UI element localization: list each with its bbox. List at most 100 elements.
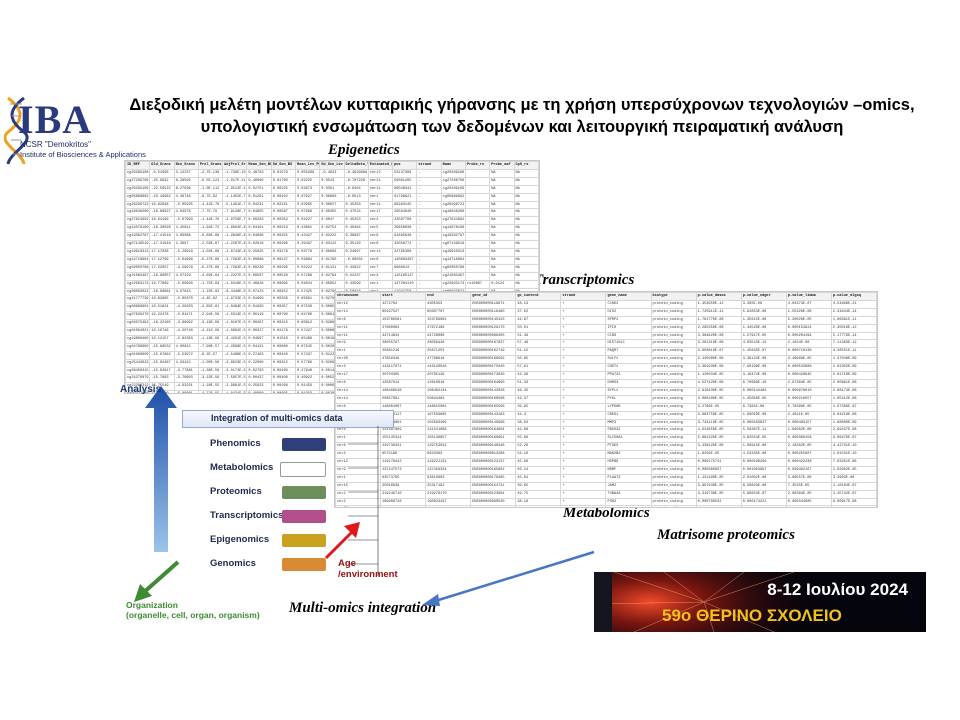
table-cell: SYPL2 — [605, 386, 652, 396]
table-cell: cg26296722 — [125, 200, 151, 210]
table-cell: protein_coding — [650, 410, 697, 420]
table-cell: protein_coding — [650, 347, 697, 357]
table-cell: + — [560, 465, 607, 475]
table-cell: -3.86962 — [173, 319, 199, 329]
transcriptomics-row: chr11102553801102563409ENSG0000014996838… — [335, 418, 877, 428]
table-cell: 1.09915E-06 — [740, 442, 787, 452]
table-cell: 1.66082E-06 — [785, 426, 832, 436]
table-cell: 1.120034E-05 — [695, 371, 742, 380]
column-header: Probe_maf — [489, 161, 515, 170]
table-cell: -2.2227E-59 — [222, 271, 248, 281]
table-cell: DIO2 — [605, 307, 652, 317]
table-cell: 39.95 — [515, 402, 562, 412]
table-cell: cg19910313 — [440, 247, 466, 257]
table-cell: 39.65 — [515, 481, 562, 491]
table-cell: NA — [489, 263, 515, 273]
table-cell: 3.69557E-06 — [785, 473, 832, 483]
table-cell: 3.82554E-05 — [740, 434, 787, 444]
table-cell: 0.40464 — [343, 224, 369, 234]
table-cell: 3.12237 — [173, 168, 199, 178]
table-cell: 9660613 — [392, 263, 418, 273]
layer-label: Genomics — [210, 558, 256, 569]
table-cell: 0.02222 — [319, 232, 345, 242]
analysis-arrow-icon — [145, 386, 177, 552]
table-cell: 0.02918 — [246, 240, 272, 249]
table-cell: 167503865 — [425, 410, 472, 420]
transcriptomics-thumbnail — [282, 510, 326, 523]
table-cell: 0.00790 — [270, 311, 296, 321]
table-cell: ENSG00000102749 — [470, 347, 517, 357]
table-cell: 50.01 — [515, 323, 562, 333]
table-cell: 0.07996 — [294, 208, 321, 218]
table-cell: 0.00660 — [319, 192, 345, 202]
table-cell: cg20269108 — [125, 168, 151, 178]
table-cell: NA — [489, 176, 515, 186]
table-cell: -17.41516 — [149, 232, 175, 242]
table-cell: NA — [489, 168, 515, 178]
table-cell: -1.0484E-56 — [222, 303, 248, 313]
table-cell: 0.02241 — [270, 200, 296, 210]
table-cell: 0.04855 — [246, 208, 272, 218]
table-cell — [464, 176, 491, 186]
table-cell: 6.70689E-10 — [740, 378, 787, 388]
table-cell: -1.2849E-63 — [222, 232, 248, 242]
table-cell: 4.06088 — [173, 232, 199, 242]
table-cell: 5.17779E-14 — [830, 331, 877, 341]
table-cell: 0.01930 — [246, 303, 272, 313]
table-cell: 6.28595 — [173, 176, 199, 186]
column-header: gene_name — [605, 292, 652, 301]
table-cell — [464, 224, 491, 234]
table-cell: 0.00952 — [319, 279, 345, 289]
table-cell: -1.739E-152 — [222, 168, 248, 178]
table-cell: CCND2 — [605, 299, 652, 309]
table-cell: 4.04978 — [173, 208, 199, 218]
table-cell: 0.43661 — [294, 224, 321, 234]
table-cell: -2.85E-61 — [197, 303, 224, 313]
table-cell: 1.90019E-08 — [740, 410, 787, 420]
table-cell: 44714844 — [380, 331, 427, 341]
table-cell: + — [560, 497, 607, 507]
table-cell: -3.6023E-52 — [222, 358, 248, 368]
layer-genomics: Genomics — [170, 554, 360, 576]
table-cell: -5.00370 — [173, 295, 199, 305]
table-cell: 4.3997 — [173, 240, 199, 249]
table-cell: NA — [489, 271, 515, 281]
table-cell: ENSG00000175040 — [470, 363, 517, 373]
table-cell: ENSG00000118480 — [470, 307, 517, 317]
table-cell: 16.77869 — [149, 279, 175, 289]
table-cell: + — [560, 394, 607, 404]
table-cell: NA — [489, 240, 515, 249]
table-cell: 0.00695 — [270, 279, 296, 289]
table-cell: 0.00290 — [270, 240, 296, 249]
table-cell: NA — [489, 255, 515, 265]
table-cell: -18.30026 — [149, 224, 175, 234]
table-cell: cg01060609 — [125, 350, 151, 360]
table-cell: 7.03251E-06 — [830, 458, 877, 467]
table-cell: 0.05091 — [294, 295, 321, 305]
particle-collision-graphic — [594, 572, 926, 632]
layer-label: Transcriptomics — [210, 510, 284, 521]
metabolomics-label: Metabolomics — [563, 505, 650, 521]
table-cell: ENSG00000149968 — [470, 418, 517, 428]
table-cell: 1.37048E-09 — [830, 355, 877, 365]
table-cell: 0.00528 — [270, 271, 296, 281]
table-cell: -4.21E-59 — [197, 327, 224, 336]
table-cell: CHST2 — [605, 363, 652, 373]
table-cell: 0.00119 — [246, 311, 272, 321]
table-cell: 42.87 — [515, 315, 562, 325]
table-cell: ENSG00000122137 — [470, 458, 517, 467]
table-cell: 1.8256E-05 — [695, 450, 742, 460]
table-cell: 0.01690 — [246, 295, 272, 305]
table-cell: 42.37 — [515, 394, 562, 404]
table-cell: 0.04461 — [246, 224, 272, 234]
table-cell: protein_coding — [650, 339, 697, 349]
table-cell: 0.55222 — [294, 263, 321, 273]
table-cell: 57.61 — [515, 363, 562, 373]
table-cell: ENSG00000066405 — [470, 331, 517, 341]
table-cell: 0.01579 — [270, 168, 296, 178]
table-cell: 0.09507 — [246, 271, 272, 281]
proteomics-thumbnail — [282, 486, 326, 499]
table-cell: chr8 — [335, 315, 382, 325]
integration-header: Integration of multi-omics data — [211, 413, 343, 423]
